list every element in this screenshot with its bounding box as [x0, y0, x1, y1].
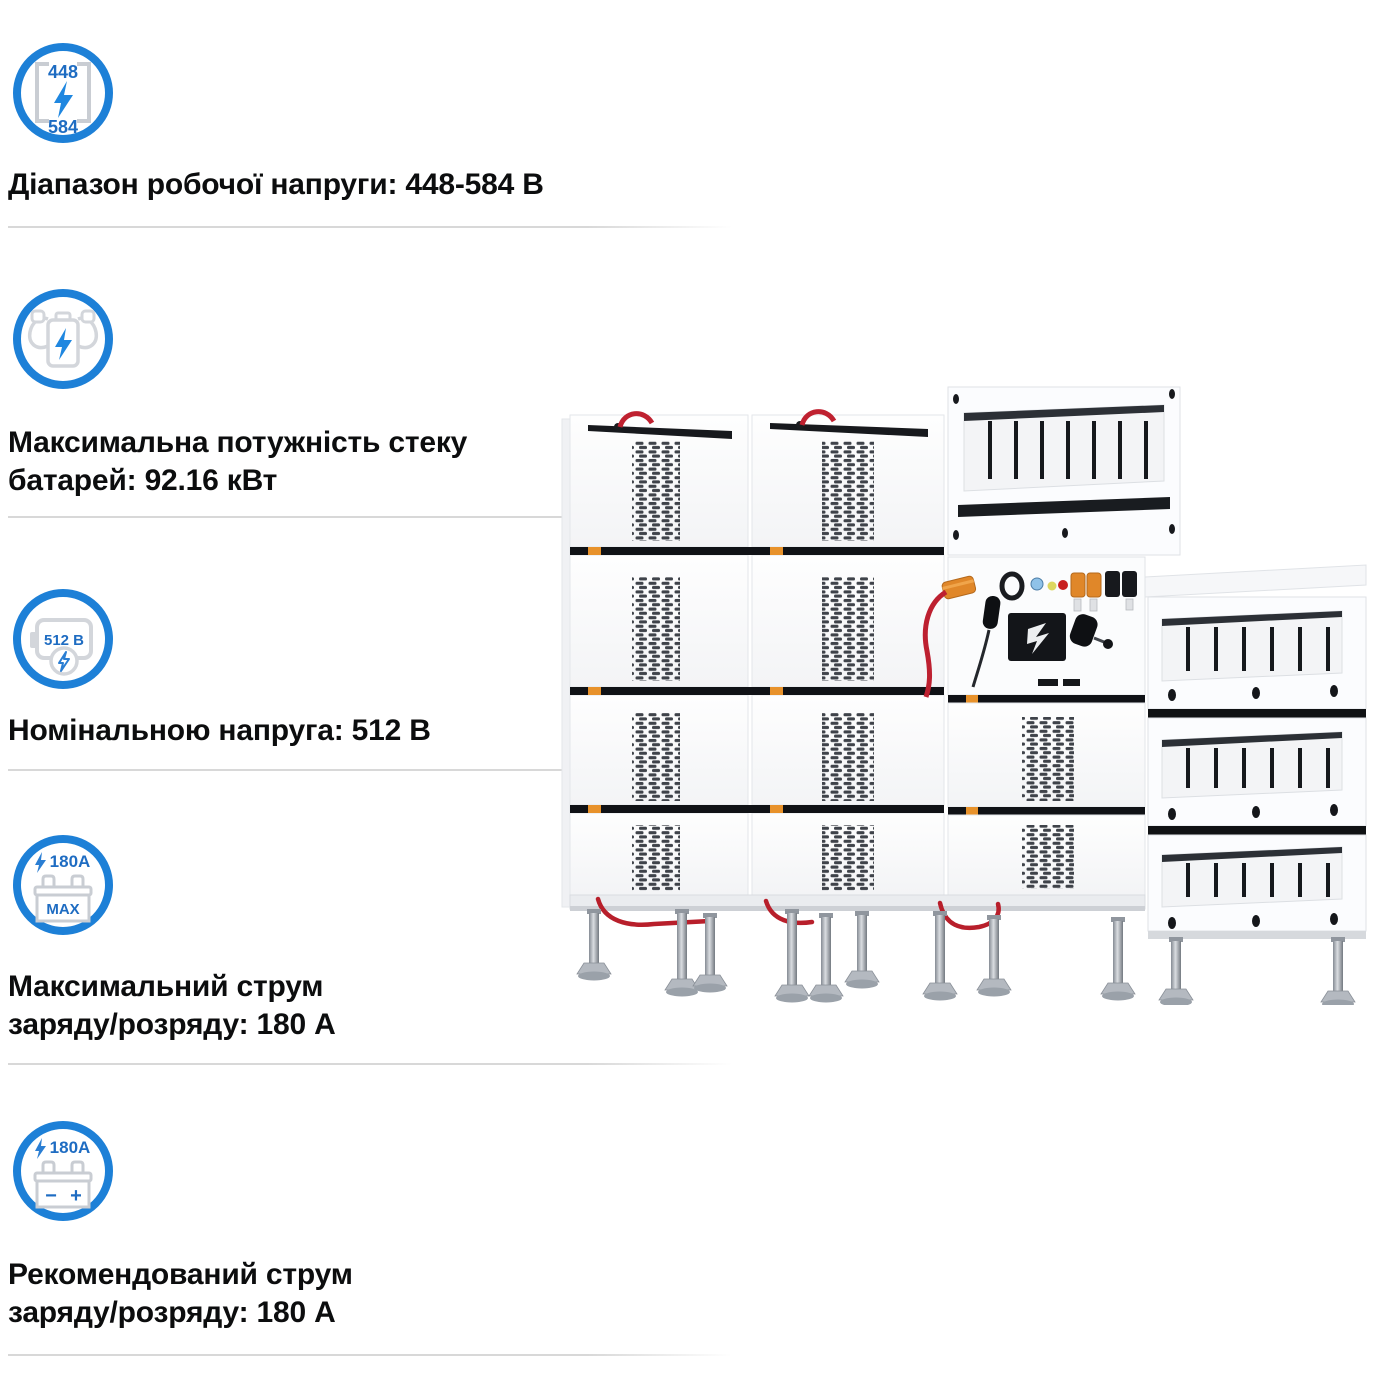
- plug-handle: [1069, 614, 1098, 647]
- black-cord: [971, 629, 991, 688]
- latch-clip: [966, 695, 978, 703]
- indicator-red: [1058, 580, 1068, 590]
- icon-badge-value: MAX: [46, 901, 79, 918]
- battery-post-left: [41, 1160, 56, 1173]
- icon-badge-top: 180A: [50, 852, 91, 871]
- top-cables: [588, 409, 928, 439]
- icon-badge-top: 448: [48, 62, 78, 82]
- max-current-icon: 180A MAX: [10, 832, 116, 938]
- side-rack: [1144, 564, 1367, 939]
- module-gap: [948, 695, 1145, 703]
- section-divider: [8, 226, 732, 228]
- icon-badge-value: 512 В: [44, 632, 84, 649]
- battery-module: [569, 554, 749, 688]
- module-gap: [570, 547, 944, 813]
- orange-connector: [1070, 572, 1086, 598]
- module-gap: [948, 807, 1145, 815]
- handle-connector: [982, 595, 1001, 629]
- battery-module: [569, 812, 749, 896]
- battery-post-right: [70, 1160, 85, 1173]
- lightning-icon: [58, 651, 70, 672]
- icon-badge-bottom: 584: [48, 117, 78, 137]
- bracket-left-icon: [35, 62, 49, 123]
- latch-clip: [770, 687, 783, 695]
- battery-module: [751, 554, 945, 688]
- bolt-circle: [49, 646, 79, 676]
- latch-clip: [966, 807, 978, 815]
- black-connector: [1122, 571, 1137, 597]
- indicator-yellow: [1047, 581, 1057, 591]
- battery-module: [751, 694, 945, 806]
- lightning-icon: [35, 1138, 46, 1159]
- spec-label-max-current: Максимальний струм заряду/розряду: 180 А: [8, 970, 336, 1041]
- battery-module: [569, 694, 749, 806]
- battery-module: [751, 812, 945, 896]
- rack-end-frame: [947, 386, 1181, 556]
- battery-post-left: [41, 874, 56, 887]
- bottom-red-cables: [595, 896, 1001, 931]
- spec-label-recommended-current: Рекомендований струм заряду/розряду: 180…: [8, 1258, 353, 1329]
- section-divider: [8, 516, 732, 518]
- black-connector: [1105, 571, 1120, 597]
- battery-module: [947, 702, 1146, 808]
- battery-body: [35, 893, 91, 923]
- red-cable: [922, 589, 948, 698]
- battery-rack-product-image: [561, 386, 1367, 1005]
- lightning-icon: [55, 328, 72, 360]
- spec-label-nominal-voltage: Номінальною напруга: 512 В: [8, 714, 431, 747]
- orange-connector: [1086, 572, 1102, 598]
- latch-clip: [588, 687, 601, 695]
- indicator-blue: [1030, 577, 1044, 591]
- plus-terminal-label: +: [70, 1185, 82, 1207]
- section-divider: [8, 1354, 732, 1356]
- latch-clip: [588, 805, 601, 813]
- control-module: [922, 556, 1146, 698]
- battery-module: [947, 814, 1146, 896]
- spec-label-max-power: Максимальна потужність стеку батарей: 92…: [8, 426, 468, 497]
- operating-voltage-range-icon: 448 584: [10, 40, 116, 146]
- fist-left-icon: [30, 309, 46, 324]
- battery-body: [35, 1179, 91, 1209]
- icon-badge-top: 180A: [50, 1138, 91, 1157]
- red-cable: [617, 411, 655, 428]
- lightning-icon: [35, 852, 46, 873]
- bracket-right-icon: [77, 62, 91, 123]
- battery-strength-icon: [10, 286, 116, 392]
- latch-clip: [770, 805, 783, 813]
- minus-terminal-label: −: [45, 1185, 57, 1207]
- nominal-voltage-icon: 512 В: [10, 586, 116, 692]
- adjustable-feet: [576, 909, 1356, 1005]
- section-divider: [8, 1063, 732, 1065]
- battery-post-right: [70, 874, 85, 887]
- rack-post: [561, 418, 571, 908]
- gauge-ring: [999, 571, 1025, 601]
- red-cable: [799, 409, 837, 426]
- battery-module: [751, 414, 945, 548]
- latch-clip: [770, 547, 783, 555]
- recommended-current-icon: 180A − +: [10, 1118, 116, 1224]
- spec-label-voltage-range: Діапазон робочої напруги: 448-584 В: [8, 168, 544, 201]
- rack-base-shadow: [570, 906, 1145, 911]
- lightning-icon: [54, 81, 73, 118]
- section-divider: [8, 769, 732, 771]
- fist-right-icon: [80, 309, 96, 324]
- latch-clip: [588, 547, 601, 555]
- logo-glyph: [1027, 623, 1049, 654]
